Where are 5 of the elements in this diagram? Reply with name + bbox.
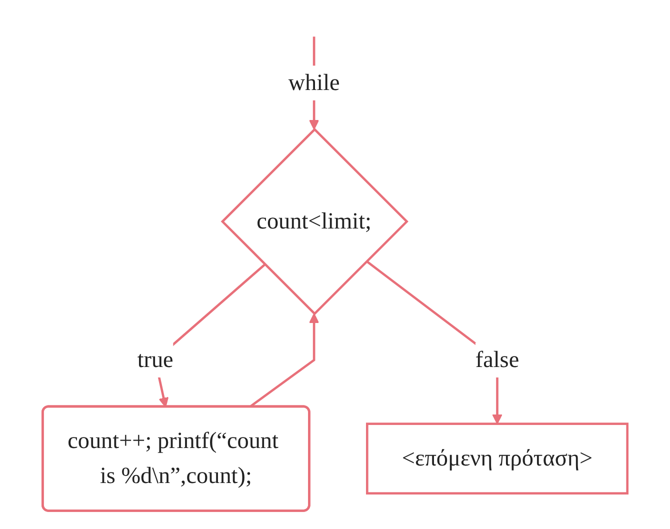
edge-label: while [288,70,340,96]
edge-label: true [137,346,174,372]
node-diamond: count<limit; [220,127,408,315]
node-box: <επόμενη πρόταση> [366,422,628,494]
edge-label: false [475,346,520,372]
